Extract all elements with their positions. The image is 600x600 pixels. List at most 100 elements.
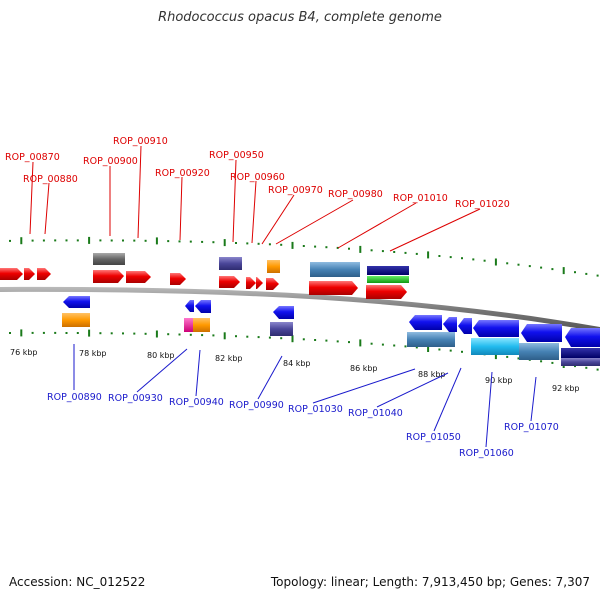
gene-label-rop-00940[interactable]: ROP_00940 — [169, 397, 224, 408]
gene-feature[interactable] — [309, 281, 358, 295]
gene-label-rop-00880[interactable]: ROP_00880 — [23, 174, 78, 185]
accession-text: Accession: NC_012522 — [9, 575, 146, 589]
gene-feature[interactable] — [266, 278, 279, 290]
gene-feature[interactable] — [409, 315, 442, 330]
gene-feature[interactable] — [184, 318, 193, 332]
major-tick — [494, 258, 497, 266]
gene-feature[interactable] — [366, 285, 407, 299]
gene-feature[interactable] — [62, 313, 90, 327]
gene-feature[interactable] — [565, 328, 600, 347]
gene-feature[interactable] — [473, 320, 519, 337]
minor-tick — [370, 249, 373, 252]
gene-feature[interactable] — [24, 268, 35, 280]
gene-feature[interactable] — [256, 277, 263, 289]
forward-gene-labels: ROP_00870 ROP_00880 ROP_00900 ROP_00910 … — [5, 136, 510, 252]
gene-feature[interactable] — [407, 332, 455, 347]
gene-feature[interactable] — [170, 273, 186, 285]
minor-tick — [42, 331, 45, 334]
gene-feature[interactable] — [267, 260, 280, 273]
minor-tick — [280, 337, 283, 340]
gene-feature[interactable] — [63, 296, 90, 308]
minor-tick — [302, 245, 305, 247]
minor-tick — [585, 272, 588, 275]
gene-label-rop-01010[interactable]: ROP_01010 — [393, 193, 448, 204]
gene-feature[interactable] — [561, 358, 600, 366]
genome-summary-text: Topology: linear; Length: 7,913,450 bp; … — [270, 575, 590, 589]
gene-feature[interactable] — [219, 276, 240, 288]
gene-feature[interactable] — [561, 348, 600, 358]
gene-label-rop-01030[interactable]: ROP_01030 — [288, 404, 343, 415]
gene-feature[interactable] — [195, 300, 211, 313]
kbp-label: 92 kbp — [552, 384, 580, 393]
gene-feature[interactable] — [458, 318, 472, 334]
major-tick — [291, 241, 294, 249]
callout-line — [485, 371, 493, 448]
gene-feature[interactable] — [185, 300, 194, 312]
gene-feature[interactable] — [310, 262, 360, 277]
minor-tick — [483, 259, 486, 262]
minor-tick — [54, 239, 57, 242]
gene-feature[interactable] — [367, 276, 409, 283]
gene-label-rop-00950[interactable]: ROP_00950 — [209, 150, 264, 161]
gene-feature[interactable] — [246, 277, 256, 289]
minor-tick — [122, 332, 124, 335]
gene-label-rop-00900[interactable]: ROP_00900 — [83, 156, 138, 167]
minor-tick — [144, 332, 147, 335]
kbp-label: 80 kbp — [147, 351, 175, 360]
gene-feature[interactable] — [93, 270, 124, 283]
minor-tick — [212, 241, 215, 244]
gene-feature[interactable] — [443, 317, 457, 332]
gene-feature[interactable] — [367, 266, 409, 275]
minor-tick — [189, 333, 192, 336]
minor-tick — [574, 365, 576, 368]
minor-tick — [302, 338, 305, 341]
gene-label-rop-01050[interactable]: ROP_01050 — [406, 432, 461, 443]
callout-line — [275, 199, 354, 245]
minor-tick — [314, 245, 317, 248]
gene-feature[interactable] — [270, 322, 293, 336]
gene-label-rop-00920[interactable]: ROP_00920 — [155, 168, 210, 179]
gene-label-rop-01060[interactable]: ROP_01060 — [459, 448, 514, 459]
gene-feature[interactable] — [93, 253, 125, 265]
minor-tick — [336, 246, 339, 249]
major-tick — [223, 332, 226, 340]
callout-line — [136, 348, 188, 393]
gene-label-rop-00890[interactable]: ROP_00890 — [47, 392, 102, 403]
gene-label-rop-00870[interactable]: ROP_00870 — [5, 152, 60, 163]
gene-label-rop-00970[interactable]: ROP_00970 — [268, 185, 323, 196]
minor-tick — [585, 366, 588, 369]
minor-tick — [472, 258, 475, 261]
gene-label-rop-01070[interactable]: ROP_01070 — [504, 422, 559, 433]
minor-tick — [381, 250, 384, 253]
gene-feature[interactable] — [519, 343, 559, 360]
gene-label-rop-01020[interactable]: ROP_01020 — [455, 199, 510, 210]
minor-tick — [404, 345, 407, 348]
gene-feature[interactable] — [37, 268, 51, 280]
minor-tick — [178, 240, 181, 243]
minor-tick — [574, 271, 576, 274]
gene-feature[interactable] — [193, 318, 210, 332]
minor-tick — [438, 348, 441, 351]
gene-label-rop-00960[interactable]: ROP_00960 — [230, 172, 285, 183]
gene-feature[interactable] — [126, 271, 151, 283]
gene-feature[interactable] — [273, 306, 294, 319]
kbp-label: 88 kbp — [418, 370, 446, 379]
reverse-genes — [62, 296, 600, 366]
gene-feature[interactable] — [0, 268, 23, 280]
callout-line — [137, 145, 142, 239]
gene-feature[interactable] — [521, 324, 562, 342]
reverse-gene-labels: ROP_00890 ROP_00930 ROP_00940 ROP_00990 … — [47, 344, 559, 459]
minor-tick — [201, 334, 204, 337]
gene-label-rop-01040[interactable]: ROP_01040 — [348, 408, 403, 419]
callout-line — [530, 376, 537, 422]
gene-label-rop-00980[interactable]: ROP_00980 — [328, 189, 383, 200]
minor-tick — [404, 251, 407, 254]
gene-label-rop-00910[interactable]: ROP_00910 — [113, 136, 168, 147]
gene-label-rop-00990[interactable]: ROP_00990 — [229, 400, 284, 411]
gene-feature[interactable] — [219, 257, 242, 270]
minor-tick — [348, 247, 350, 250]
gene-feature[interactable] — [471, 338, 519, 355]
gene-label-rop-00930[interactable]: ROP_00930 — [108, 393, 163, 404]
forward-genes — [0, 253, 409, 299]
minor-tick — [506, 262, 509, 265]
